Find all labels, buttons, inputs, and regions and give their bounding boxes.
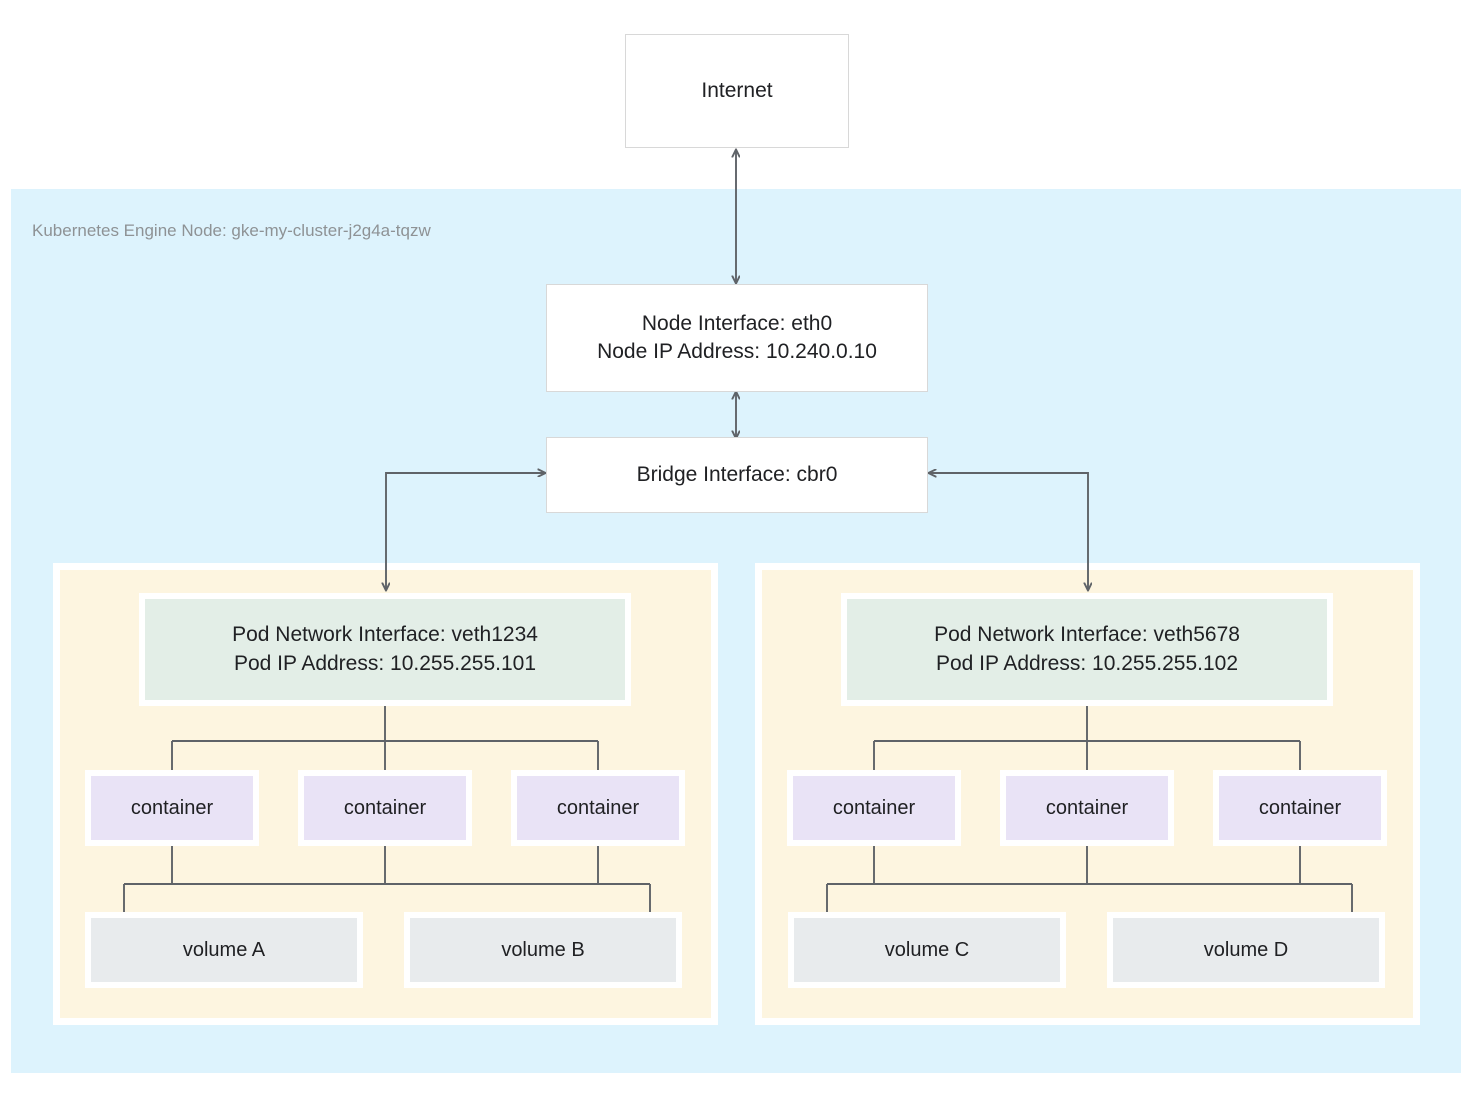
pod-1-container-1[interactable]: container	[85, 770, 259, 846]
pod-1-volume-b[interactable]: volume B	[404, 912, 682, 988]
pod-2-interface-line-1: Pod Network Interface: veth5678	[934, 623, 1240, 647]
pod-1-container-1-label: container	[130, 796, 214, 819]
pod-1-interface-line-1: Pod Network Interface: veth1234	[232, 623, 538, 647]
pod-2-interface-line-2: Pod IP Address: 10.255.255.102	[935, 651, 1239, 675]
pod-2-network-interface-box[interactable]: Pod Network Interface: veth5678 Pod IP A…	[841, 593, 1333, 706]
node-interface-line-1: Node Interface: eth0	[641, 311, 833, 335]
pod-2-volume-d-label: volume D	[1203, 938, 1289, 961]
pod-2-container-2[interactable]: container	[1000, 770, 1174, 846]
node-interface-line-2: Node IP Address: 10.240.0.10	[597, 340, 877, 363]
pod-1-interface-line-2: Pod IP Address: 10.255.255.101	[233, 651, 537, 675]
pod-1-volume-a-label: volume A	[182, 938, 266, 961]
pod-1-container-2[interactable]: container	[298, 770, 472, 846]
internet-box[interactable]: Internet	[625, 34, 849, 148]
pod-2-container-2-label: container	[1045, 796, 1129, 819]
kubernetes-node-label: Kubernetes Engine Node: gke-my-cluster-j…	[32, 221, 431, 240]
pod-2-volume-c-label: volume C	[884, 938, 970, 961]
pod-1-volume-a[interactable]: volume A	[85, 912, 363, 988]
pod-1-container-3-label: container	[556, 796, 640, 819]
bridge-interface-label: Bridge Interface: cbr0	[636, 462, 838, 486]
pod-1-volume-b-label: volume B	[501, 938, 585, 961]
pod-2-volume-d[interactable]: volume D	[1107, 912, 1385, 988]
pod-2-container-3[interactable]: container	[1213, 770, 1387, 846]
pod-1-container-3[interactable]: container	[511, 770, 685, 846]
node-interface-box[interactable]: Node Interface: eth0 Node IP Address: 10…	[546, 284, 928, 392]
pod-2-container-3-label: container	[1258, 796, 1342, 819]
pod-1-container-2-label: container	[343, 796, 427, 819]
internet-label: Internet	[701, 78, 773, 102]
pod-1-network-interface-box[interactable]: Pod Network Interface: veth1234 Pod IP A…	[139, 593, 631, 706]
pod-2-container-1-label: container	[832, 796, 916, 819]
pod-2-container-1[interactable]: container	[787, 770, 961, 846]
bridge-interface-box[interactable]: Bridge Interface: cbr0	[546, 437, 928, 513]
pod-2-volume-c[interactable]: volume C	[788, 912, 1066, 988]
